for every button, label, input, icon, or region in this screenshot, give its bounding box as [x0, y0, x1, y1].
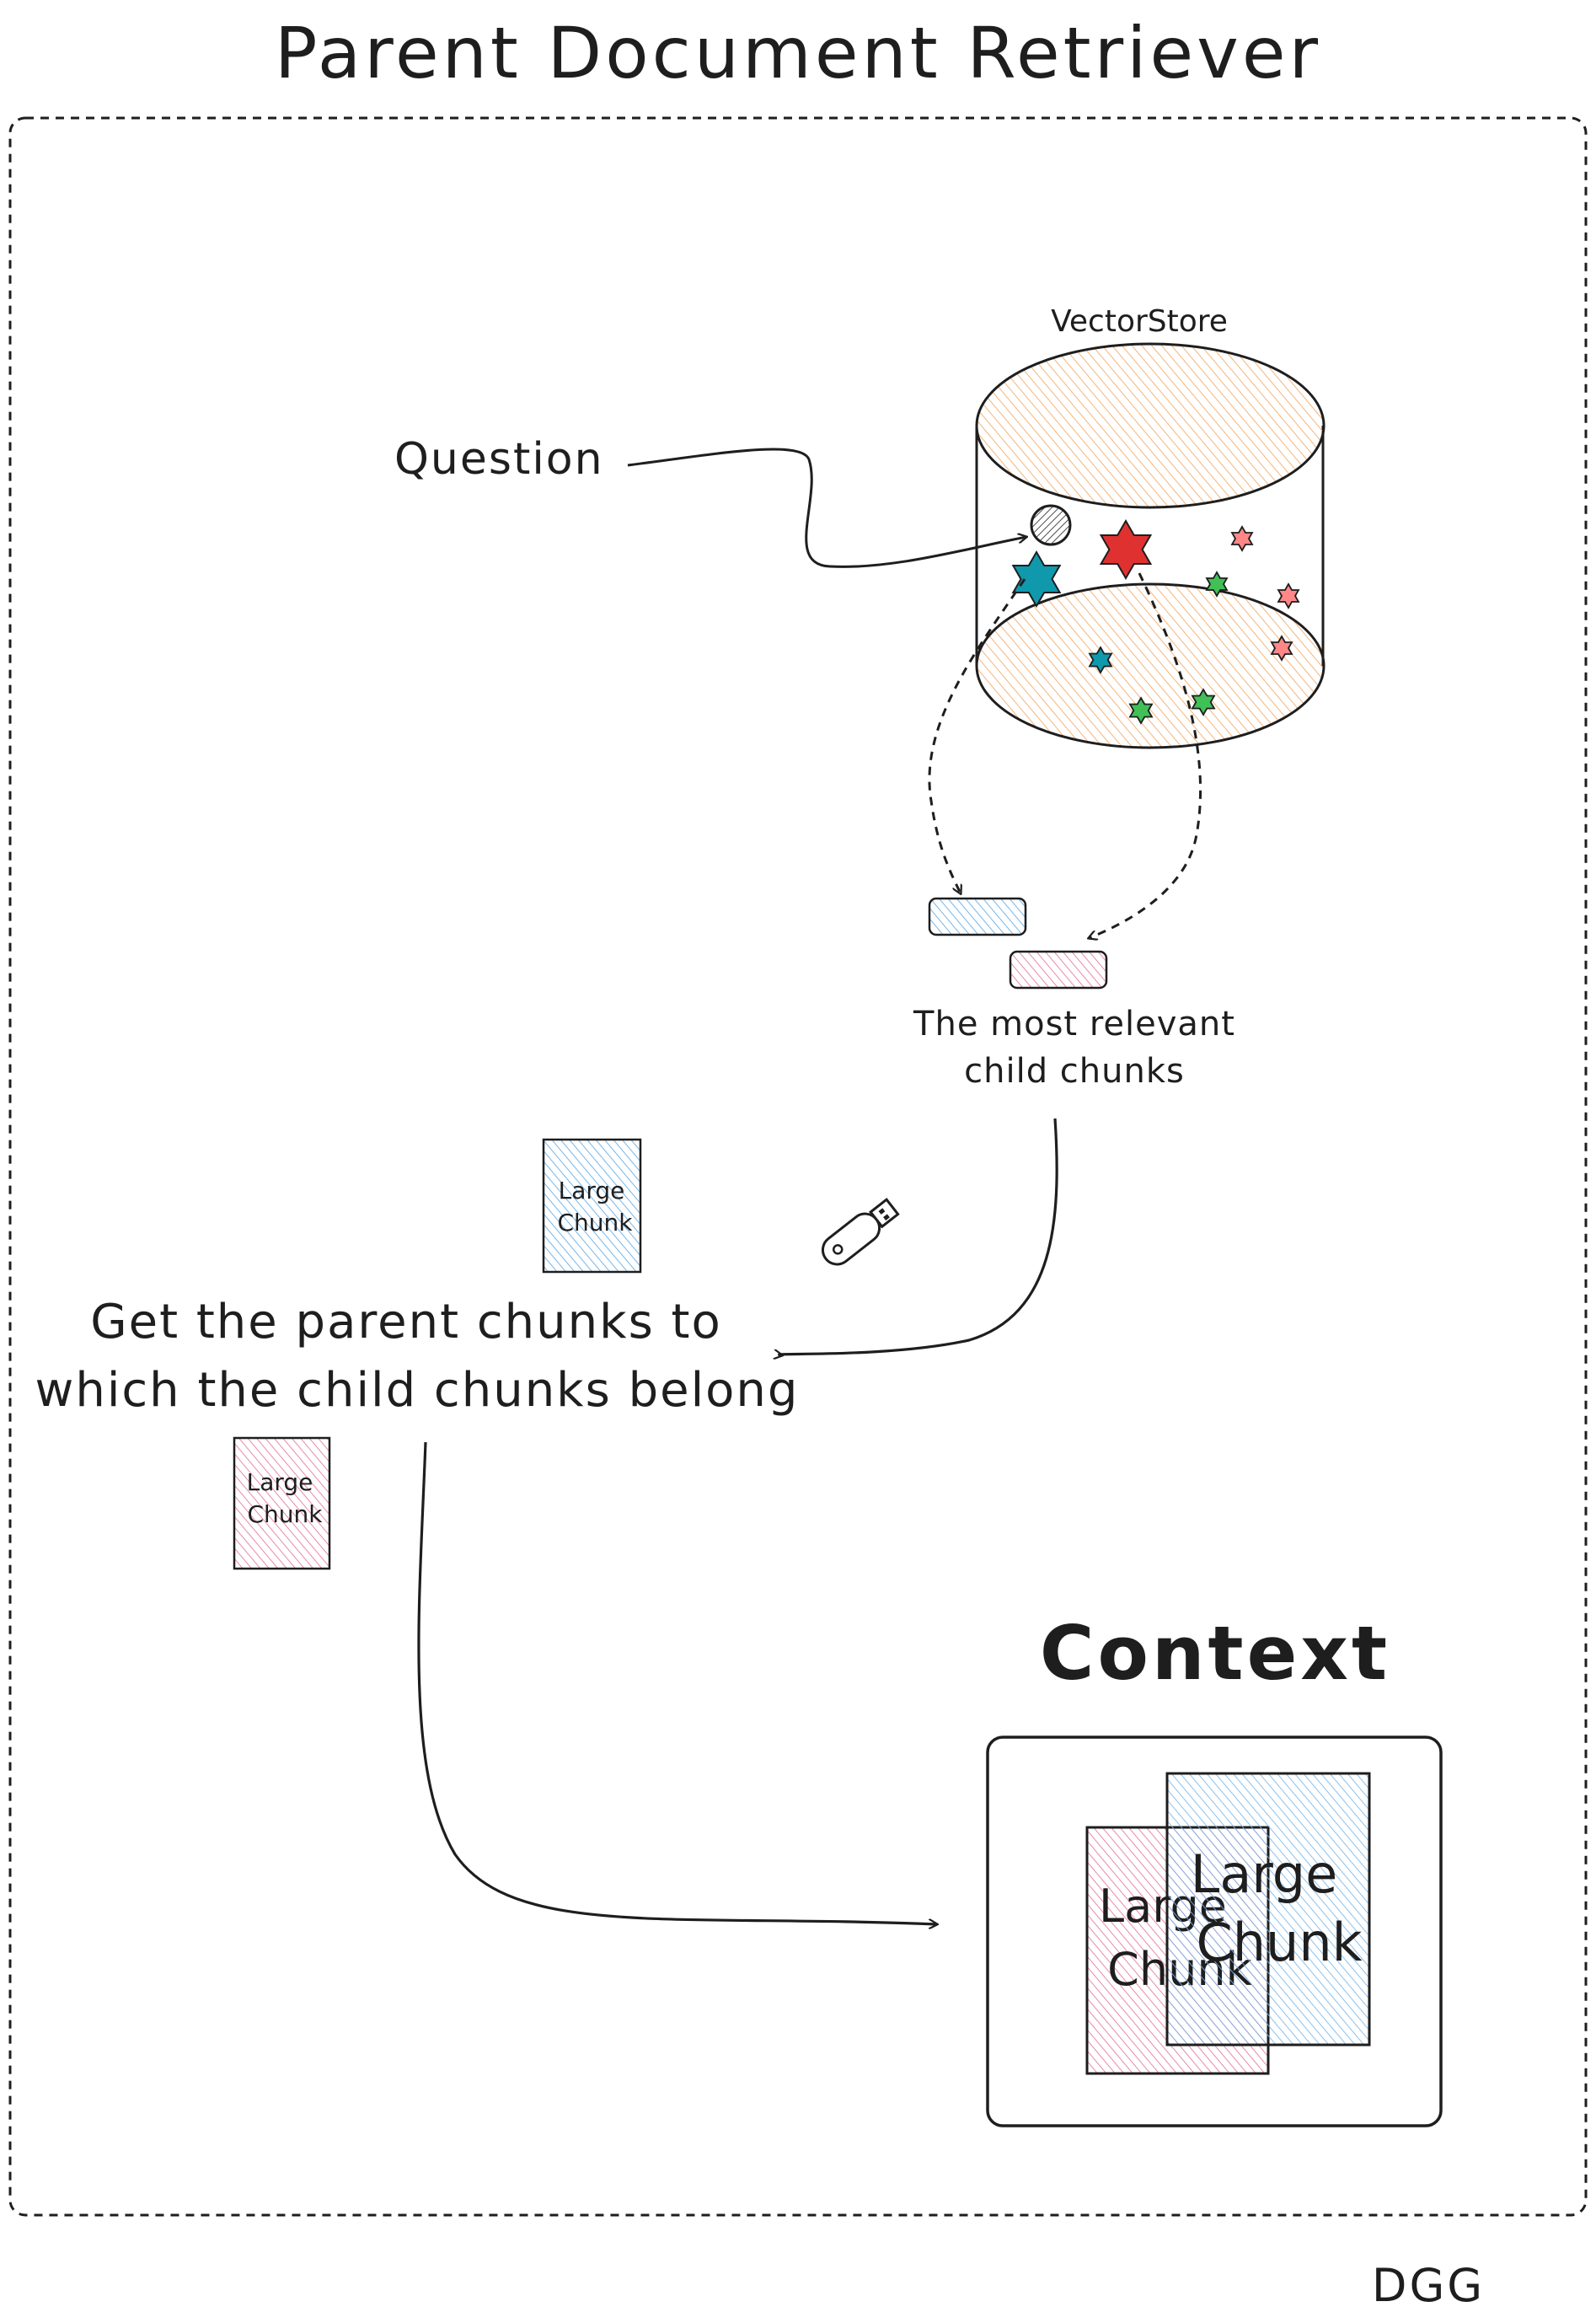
parent-chunks-label-line2: which the child chunks belong: [35, 1363, 800, 1418]
red-star-small: [1230, 525, 1254, 552]
green-star-small: [1191, 688, 1216, 716]
large-chunk-pink-label-line1: Large: [247, 1468, 313, 1496]
context-arrow: [417, 1441, 937, 1924]
retrieval-arrow-pink: [1089, 572, 1202, 938]
large-chunk-pink-card: Large Chunk: [233, 1436, 331, 1570]
question-label: Question: [394, 434, 604, 485]
context-title: Context: [1040, 1610, 1390, 1697]
query-embedding-point: [1030, 504, 1072, 546]
green-star-small: [1128, 696, 1154, 725]
large-chunk-blue-label-line1: Large: [559, 1177, 625, 1204]
usb-link-icon: [821, 1198, 900, 1266]
author-signature: DGG: [1372, 2259, 1485, 2312]
diagram-title: Parent Document Retriever: [275, 12, 1321, 94]
teal-star-small: [1088, 646, 1113, 674]
red-star-small: [1277, 582, 1300, 609]
child-chunk-blue: [928, 897, 1027, 936]
context-blue-chunk-label-line1: Large: [1191, 1843, 1337, 1905]
parent-chunks-label-line1: Get the parent chunks to: [90, 1295, 722, 1349]
teal-star-large: [1011, 550, 1062, 609]
large-chunk-blue-label-line2: Chunk: [557, 1209, 633, 1237]
context-large-chunk-blue: Large Chunk: [1165, 1772, 1371, 2047]
green-star-small: [1205, 571, 1229, 598]
red-star-small: [1270, 635, 1293, 662]
question-arrow: [627, 448, 1026, 568]
child-chunk-pink: [1009, 950, 1108, 990]
vectorstore-label: VectorStore: [1051, 304, 1228, 339]
red-star-large: [1099, 518, 1153, 581]
vectorstore-cylinder: [975, 342, 1326, 749]
outer-frame: [8, 116, 1588, 2217]
parent-lookup-arrow: [779, 1118, 1058, 1355]
retrieval-arrow-blue: [928, 578, 1026, 893]
large-chunk-pink-label-line2: Chunk: [247, 1500, 323, 1528]
relevant-chunks-label-line2: child chunks: [964, 1052, 1185, 1091]
embedding-stars: [1011, 518, 1300, 725]
relevant-chunks-label-line1: The most relevant: [913, 1005, 1235, 1043]
context-blue-chunk-label-line2: Chunk: [1196, 1912, 1362, 1973]
large-chunk-blue-card: Large Chunk: [542, 1138, 642, 1274]
